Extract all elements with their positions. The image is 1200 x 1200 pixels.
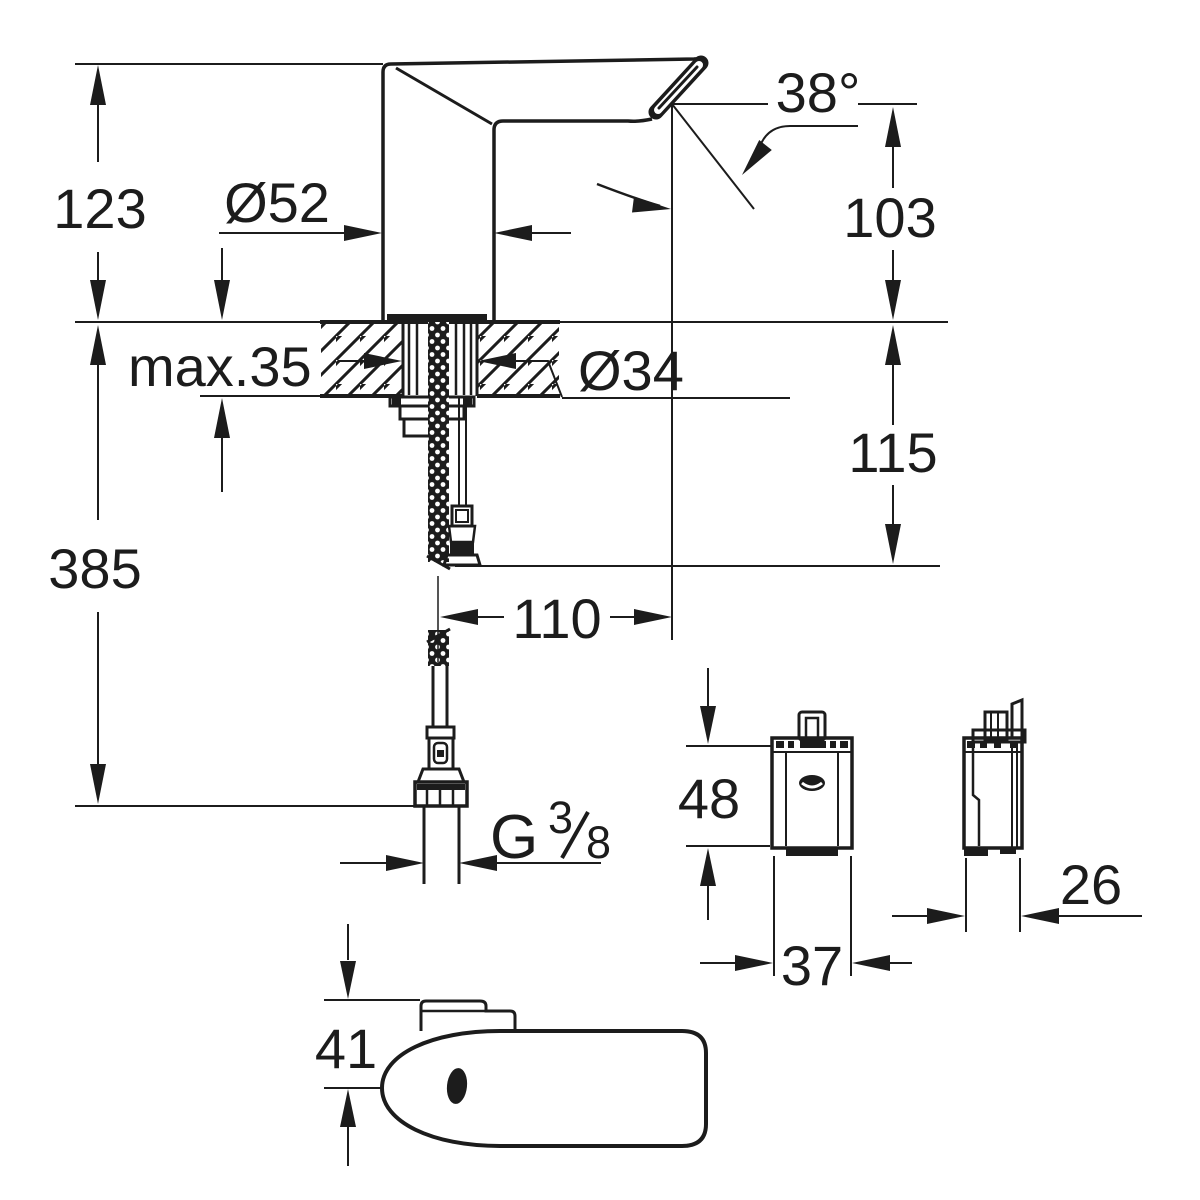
dimension-115: 115 [848, 325, 938, 564]
dim-g38-letter: G [490, 803, 538, 872]
dim-37-label: 37 [781, 934, 843, 997]
angle-arrowhead [742, 140, 772, 175]
box-plug-side [983, 710, 1009, 742]
dim-385-label: 385 [48, 537, 141, 600]
dim-max35-label: max.35 [128, 335, 312, 398]
control-box-side-view [962, 697, 1027, 856]
spout-reference-lines [596, 103, 858, 640]
base-escutcheon [387, 314, 487, 322]
dimension-103: 103 [843, 107, 937, 320]
faucet-top-view [380, 999, 708, 1148]
dim-o52-label: Ø52 [224, 171, 330, 234]
dim-38deg-label: 38° [776, 61, 861, 124]
dim-123-label: 123 [53, 177, 146, 240]
dimension-26: 26 [892, 853, 1142, 932]
dimension-37: 37 [700, 856, 912, 997]
dim-48-label: 48 [678, 767, 740, 830]
control-box-front-view [770, 710, 854, 856]
g38-tail-pipe [422, 806, 461, 884]
dim-115-label: 115 [848, 421, 937, 484]
dim-26-label: 26 [1060, 853, 1122, 916]
box-plug-front [797, 710, 827, 742]
dimension-385: 385 [48, 325, 142, 804]
dimension-o52: Ø52 [219, 171, 571, 241]
dimension-max35: max.35 [128, 248, 312, 492]
dimension-o34: Ø34 [340, 339, 790, 402]
dimension-48: 48 [678, 668, 772, 920]
faucet-front-view [381, 55, 709, 322]
dim-110-label: 110 [512, 587, 601, 650]
dim-103-label: 103 [843, 186, 936, 249]
sensor-window [446, 1068, 468, 1104]
dimension-110: 110 [440, 587, 672, 650]
supply-hose [413, 322, 469, 884]
dim-g38-denominator: 8 [586, 817, 611, 868]
dim-g38-numerator: 3 [548, 792, 573, 843]
hose-fitting-window [432, 741, 449, 765]
dimension-g38: G 3 8 [340, 792, 611, 872]
dimension-123: 123 [53, 65, 147, 320]
sensor-cable-connector [441, 397, 483, 567]
dim-41-label: 41 [315, 1017, 377, 1080]
extension-lines [75, 63, 948, 807]
dimension-41: 41 [315, 924, 420, 1166]
dim-o34-label: Ø34 [578, 339, 684, 402]
mounting-clip-tab [419, 999, 517, 1031]
